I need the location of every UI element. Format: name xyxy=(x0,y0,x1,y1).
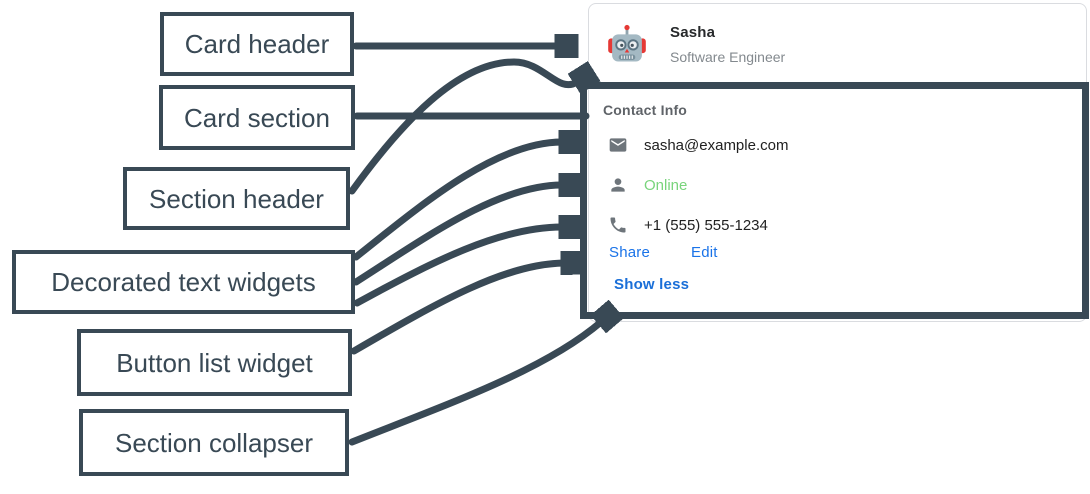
arrow-section-collapser xyxy=(348,322,601,446)
email-text: sasha@example.com xyxy=(644,136,789,154)
share-button[interactable]: Share xyxy=(609,244,651,261)
arrow-email-row xyxy=(352,142,562,261)
card-title: Sasha xyxy=(670,23,716,41)
arrow-button-row xyxy=(350,263,564,355)
mail-icon xyxy=(608,135,628,155)
card-header-text: Sasha Software Engineer xyxy=(670,24,785,65)
label-card-header: Card header xyxy=(160,12,354,76)
status-row: Online xyxy=(608,173,687,197)
label-card-section: Card section xyxy=(159,85,355,150)
label-section-collapser: Section collapser xyxy=(79,409,349,476)
card-section: Contact Info sasha@example.com Online xyxy=(580,82,1089,319)
robot-avatar-icon xyxy=(606,23,648,65)
arrow-phone-row xyxy=(353,227,562,307)
edit-button[interactable]: Edit xyxy=(691,244,718,261)
arrow-section-header xyxy=(348,58,577,195)
email-row: sasha@example.com xyxy=(608,133,788,157)
label-decorated-text-widgets: Decorated text widgets xyxy=(12,250,355,314)
button-list: Share Edit xyxy=(609,244,718,261)
contact-card: Sasha Software Engineer xyxy=(588,3,1087,322)
label-button-list-widget: Button list widget xyxy=(77,329,352,396)
phone-row: +1 (555) 555-1234 xyxy=(608,213,768,237)
status-text: Online xyxy=(644,176,688,194)
phone-icon xyxy=(608,215,628,235)
card-header: Sasha Software Engineer xyxy=(589,4,1086,65)
label-section-header: Section header xyxy=(123,167,350,230)
section-header: Contact Info xyxy=(603,102,688,118)
phone-text: +1 (555) 555-1234 xyxy=(644,216,768,234)
card-subtitle: Software Engineer xyxy=(670,48,786,65)
person-icon xyxy=(608,175,628,195)
show-less-button[interactable]: Show less xyxy=(614,276,690,293)
arrow-status-row xyxy=(352,185,562,286)
